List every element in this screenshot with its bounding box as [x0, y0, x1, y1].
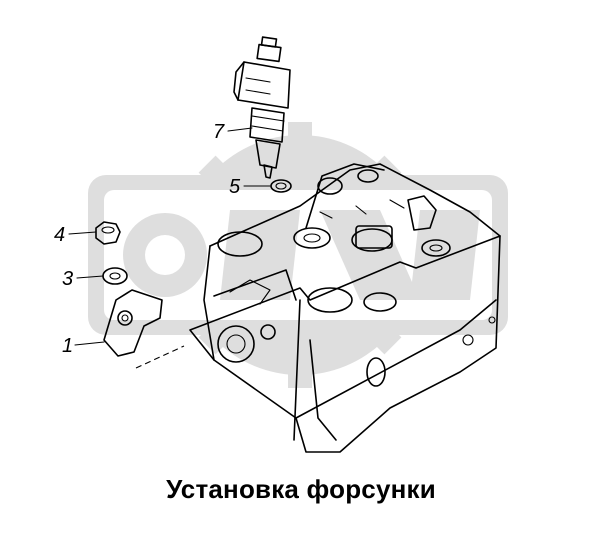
watermark-gear-logo [88, 122, 508, 388]
callout-7: 7 [213, 121, 253, 143]
svg-text:1: 1 [62, 335, 73, 357]
injector-nozzle [233, 36, 291, 179]
svg-text:5: 5 [229, 176, 241, 198]
sealing-washer [270, 179, 292, 193]
callout-5: 5 [229, 176, 271, 198]
injector-clamp [103, 289, 185, 369]
svg-text:7: 7 [213, 121, 225, 143]
callout-4: 4 [54, 224, 97, 246]
callout-3: 3 [62, 268, 104, 290]
cylinder-head [189, 163, 501, 453]
diagram-caption: Установка форсунки [166, 474, 436, 504]
nut [95, 221, 121, 245]
svg-text:4: 4 [54, 224, 65, 246]
callout-1: 1 [62, 335, 105, 357]
svg-text:3: 3 [62, 268, 73, 290]
